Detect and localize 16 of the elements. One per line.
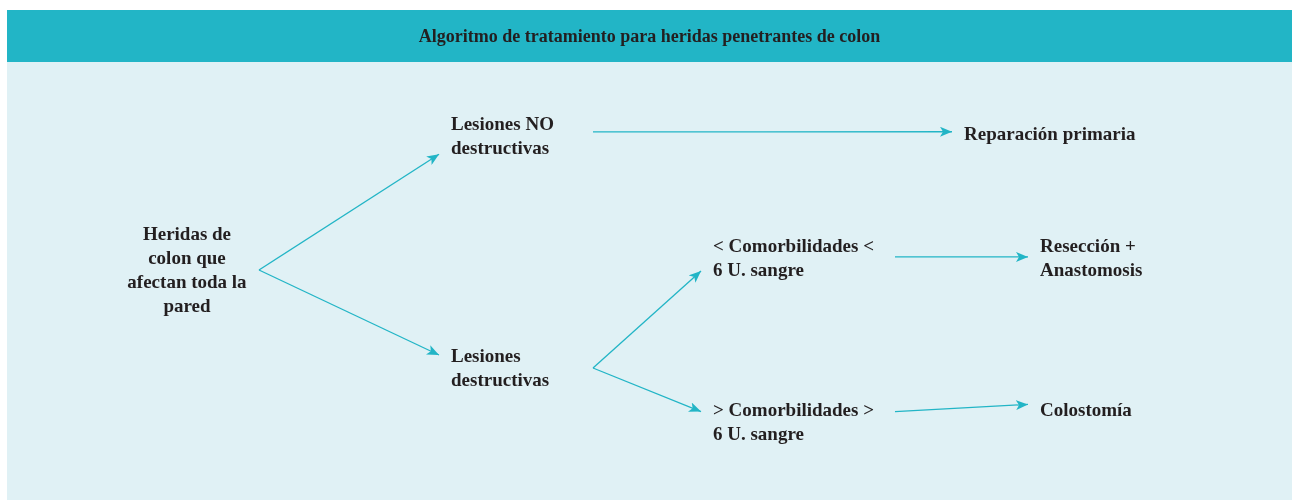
node-label: Colostomía xyxy=(1040,398,1133,422)
node-label: Lesiones NO destructivas xyxy=(451,112,555,160)
node-label: Lesiones destructivas xyxy=(451,344,551,392)
arrow xyxy=(258,269,440,356)
arrow xyxy=(592,367,702,413)
arrow xyxy=(592,126,953,137)
title: Algoritmo de tratamiento para heridas penetrantes de colon xyxy=(418,24,881,48)
node-label: Heridas de colon que afectan toda la pared xyxy=(127,222,247,318)
arrow xyxy=(894,400,1029,413)
arrow xyxy=(894,251,1029,262)
node-label: Resección + Anastomosis xyxy=(1040,234,1144,282)
node-label: < Comorbilidades < 6 U. sangre xyxy=(713,234,875,282)
node-label: Reparación primaria xyxy=(964,122,1137,146)
node-label: > Comorbilidades > 6 U. sangre xyxy=(713,398,875,446)
arrow xyxy=(592,270,702,369)
arrow xyxy=(258,153,440,271)
